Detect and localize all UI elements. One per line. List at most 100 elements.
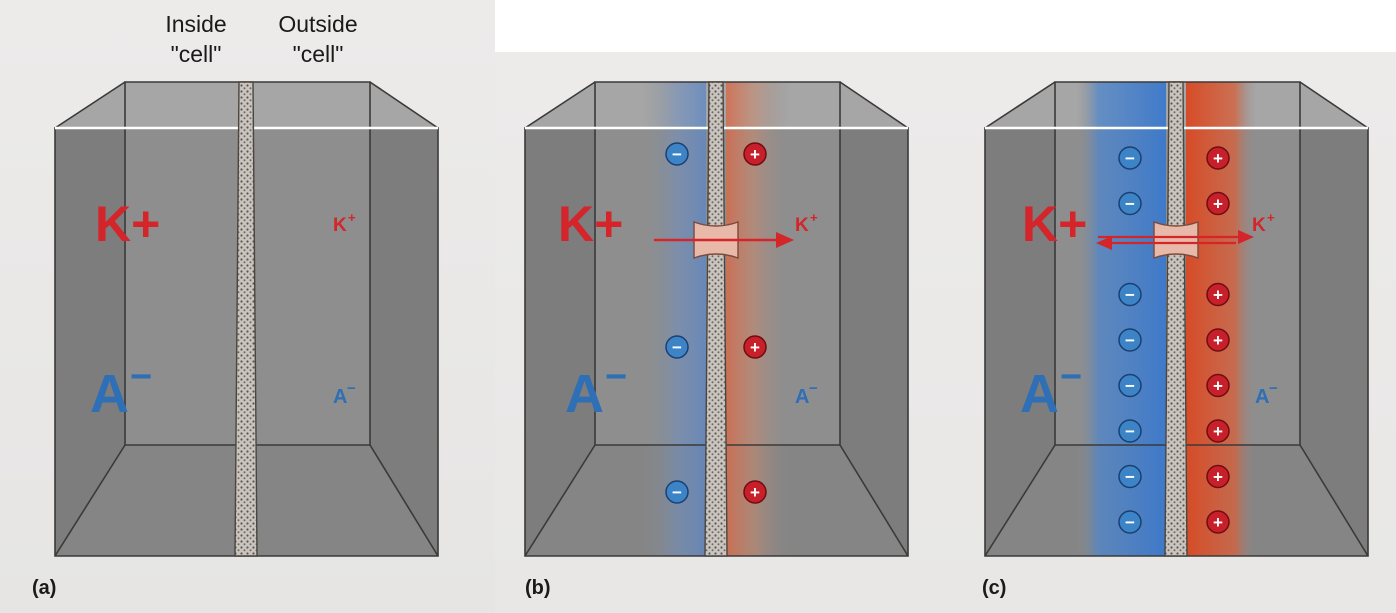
positive-charge-circle	[1206, 191, 1230, 216]
negative-charge-sign: −	[1125, 513, 1135, 532]
negative-charge-sign: −	[1125, 149, 1135, 168]
positive-charge-sign: +	[1213, 286, 1223, 305]
negative-charge-circle	[1118, 146, 1142, 170]
positive-charge: +	[1206, 191, 1230, 216]
positive-charge-circle	[1206, 146, 1230, 170]
potassium-outside-sign: +	[810, 210, 818, 225]
panels: K+A−K+A−(a)−+−+−+K+A−K+A−(b)−+−+−+−+−+−+…	[32, 81, 1369, 599]
box-right-wall	[370, 82, 438, 556]
anion-outside-sign: −	[347, 380, 356, 397]
positive-charge-circle	[1206, 419, 1230, 443]
positive-charge-circle	[1206, 510, 1230, 534]
box-left-wall	[525, 82, 595, 556]
box-right-wall	[840, 82, 908, 556]
potassium-inside-label: K+	[95, 196, 160, 252]
negative-charge: −	[1118, 328, 1142, 352]
anion-outside-label: A	[333, 386, 347, 408]
positive-charge: +	[743, 142, 767, 166]
negative-charge-circle	[1118, 464, 1142, 489]
outside-label-line2: "cell"	[293, 41, 344, 67]
box-left-wall	[55, 82, 125, 556]
box-edge	[524, 81, 596, 129]
negative-charge: −	[1118, 373, 1142, 398]
positive-charge: +	[1206, 510, 1230, 534]
membrane	[1164, 81, 1188, 557]
positive-charge-circle	[743, 335, 767, 359]
box-edge	[984, 444, 1056, 557]
influx-arrowhead	[1096, 236, 1112, 250]
negative-charge-circle	[665, 480, 689, 504]
box-edge	[54, 444, 126, 557]
box-edge	[984, 81, 1056, 129]
panel-c: −+−+−+−+−+−+−+−+K+A−K+A−(c)	[982, 81, 1369, 599]
positive-charge: +	[1206, 282, 1230, 307]
membrane	[704, 81, 728, 557]
anion-inside-sign: −	[1060, 356, 1082, 398]
anion-inside-sign: −	[130, 356, 152, 398]
negative-charge: −	[1118, 510, 1142, 534]
positive-charge-sign: +	[1213, 513, 1223, 532]
negative-charge-sign: −	[672, 145, 682, 164]
efflux-arrowhead	[776, 232, 794, 248]
positive-charge-circle	[1206, 373, 1230, 398]
positive-charge-circle	[743, 142, 767, 166]
potassium-outside-label: K	[795, 215, 809, 236]
negative-charge-circle	[1118, 328, 1142, 352]
negative-charge-sign: −	[1125, 286, 1135, 305]
negative-charge-sign: −	[1125, 195, 1135, 214]
box-edge	[1299, 444, 1369, 557]
potassium-outside-sign: +	[348, 210, 356, 225]
positive-charge: +	[1206, 419, 1230, 443]
positive-charge: +	[1206, 328, 1230, 352]
negative-charge: −	[1118, 146, 1142, 170]
efflux-arrowhead	[1238, 230, 1254, 244]
potassium-outside-label: K	[1252, 215, 1266, 236]
panel-a: K+A−K+A−(a)	[32, 81, 439, 599]
potassium-inside-label: K+	[1022, 196, 1087, 252]
box-right-wall	[1300, 82, 1368, 556]
anion-outside-sign: −	[809, 380, 818, 397]
negative-charge-sign: −	[672, 483, 682, 502]
panel-label: (c)	[982, 577, 1006, 599]
anion-inside-label: A	[565, 364, 604, 424]
negative-charge: −	[1118, 464, 1142, 489]
negative-charge-circle	[1118, 510, 1142, 534]
anion-inside-label: A	[90, 364, 129, 424]
negative-charge-sign: −	[1125, 377, 1135, 396]
positive-charge-sign: +	[1213, 468, 1223, 487]
negative-charge-sign: −	[1125, 468, 1135, 487]
inside-label-line1: Inside	[165, 11, 226, 37]
negative-charge-circle	[1118, 373, 1142, 398]
box-edge	[524, 444, 596, 557]
outside-label-line1: Outside	[278, 11, 357, 37]
positive-charge-circle	[743, 480, 767, 504]
negative-charge-sign: −	[1125, 331, 1135, 350]
positive-charge: +	[1206, 373, 1230, 398]
potassium-outside-sign: +	[1267, 210, 1275, 225]
positive-charge-sign: +	[750, 145, 760, 164]
box-edge	[839, 81, 909, 129]
positive-charge-circle	[1206, 464, 1230, 489]
positive-charge-sign: +	[1213, 331, 1223, 350]
box-edge	[839, 444, 909, 557]
channel-body	[1153, 221, 1199, 259]
positive-charge: +	[1206, 146, 1230, 170]
negative-charge-circle	[665, 142, 689, 166]
positive-charge-circle	[1206, 328, 1230, 352]
membrane	[234, 81, 258, 557]
negative-charge: −	[665, 480, 689, 504]
negative-charge: −	[1118, 191, 1142, 216]
potassium-outside-label: K	[333, 215, 347, 236]
anion-outside-sign: −	[1269, 380, 1278, 397]
positive-charge: +	[743, 335, 767, 359]
anion-outside-label: A	[795, 386, 809, 408]
positive-charge-sign: +	[1213, 149, 1223, 168]
positive-charge-sign: +	[1213, 422, 1223, 441]
anion-outside-label: A	[1255, 386, 1269, 408]
positive-charge: +	[743, 480, 767, 504]
potassium-channel	[1153, 221, 1199, 259]
box-edge	[1299, 81, 1369, 129]
box-edge	[54, 81, 126, 129]
positive-charge-sign: +	[1213, 377, 1223, 396]
